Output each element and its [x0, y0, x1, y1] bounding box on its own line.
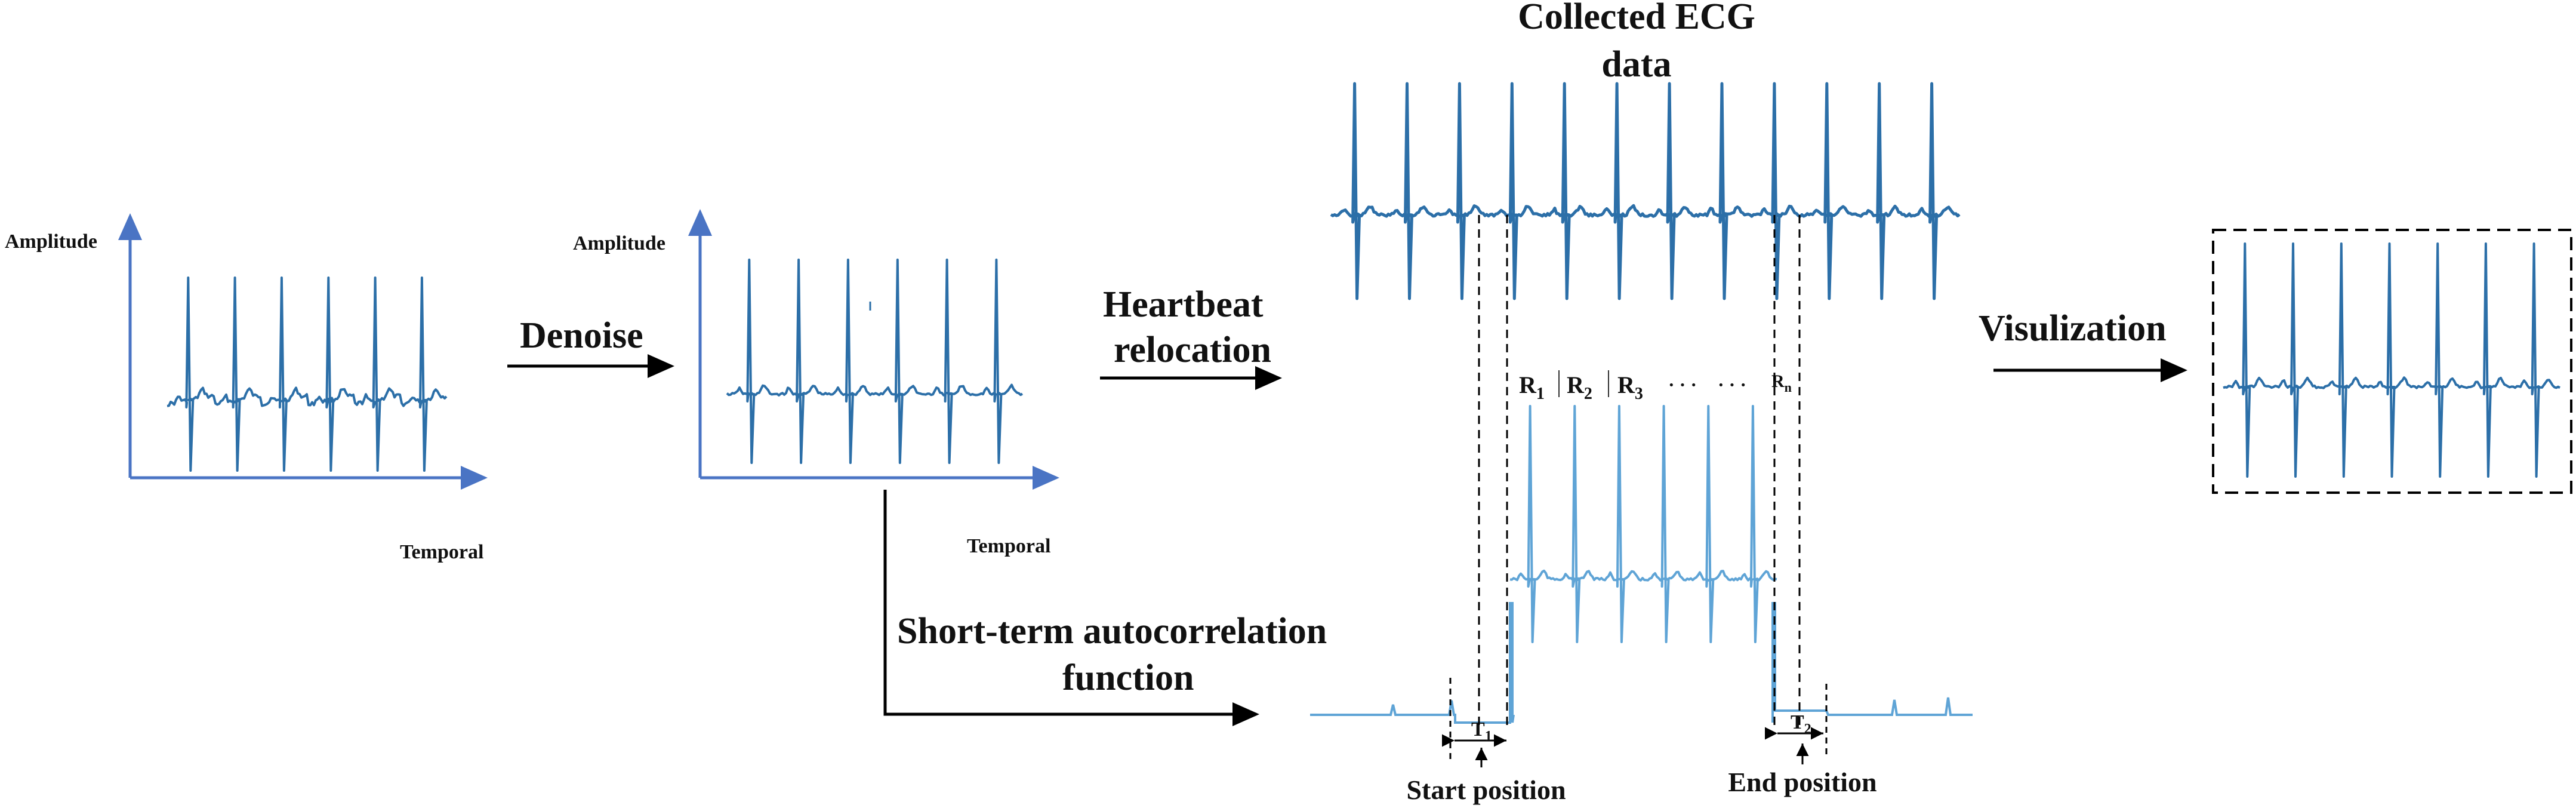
denoised-ecg-signal — [726, 259, 1024, 464]
panel2-x-axis-label: Temporal — [967, 535, 1050, 557]
collected-title-line1: Collected ECG — [1518, 0, 1755, 37]
collected-ecg-signal — [1330, 82, 1961, 300]
t1-label: T1 — [1471, 718, 1492, 744]
start-position-label: Start position — [1406, 775, 1566, 805]
r-label-1: R1 — [1519, 371, 1545, 403]
relocation-label-line2: relocation — [1114, 330, 1271, 370]
r-label-2: R2 — [1567, 371, 1592, 403]
relocation-step: Heartbeat relocation — [1100, 284, 1282, 390]
raw-ecg-panel: Amplitude Temporal — [5, 213, 488, 563]
autocorrelation-arrow — [883, 490, 1259, 726]
autocorrelation-step: Short-term autocorrelation function — [883, 490, 1327, 726]
panel1-x-axis-label: Temporal — [400, 541, 483, 563]
visualization-step: Visulization — [1979, 308, 2187, 382]
autocorrelation-trace-group: T1 Start position T2 End position — [1310, 602, 1973, 805]
t2-label: T2 — [1791, 711, 1811, 737]
panel2-y-axis-label: Amplitude — [573, 232, 665, 254]
autocorrelation-trace — [1310, 602, 1973, 724]
denoised-ecg-panel: Amplitude Temporal — [573, 209, 1059, 557]
relocation-label-line1: Heartbeat — [1103, 284, 1264, 325]
visualization-output — [2212, 229, 2572, 494]
collected-ecg-group: Collected ECG data — [1330, 0, 1961, 300]
output-dashed-frame — [2212, 229, 2572, 494]
visualized-ecg-signal — [2223, 242, 2560, 478]
raw-ecg-signal — [167, 276, 448, 472]
end-position-label: End position — [1728, 767, 1876, 797]
r-label-ellipsis-1: · · · — [1668, 374, 1697, 395]
panel1-y-axis-label: Amplitude — [5, 231, 97, 253]
autocorrelation-label-line2: function — [1062, 658, 1194, 698]
r-label-3: R3 — [1617, 371, 1643, 403]
denoise-label: Denoise — [520, 315, 643, 356]
extracted-segment-group: R1 R2 R3 · · · · · · Rn — [1509, 370, 1792, 643]
collected-title-line2: data — [1601, 44, 1671, 85]
autocorrelation-label-line1: Short-term autocorrelation — [897, 611, 1327, 652]
visualization-label: Visulization — [1979, 308, 2167, 349]
r-label-ellipsis-2: · · · — [1718, 374, 1746, 395]
extracted-ecg-segment — [1509, 405, 1777, 643]
denoise-step: Denoise — [507, 315, 674, 378]
r-label-list: R1 R2 R3 · · · · · · Rn — [1519, 371, 1792, 403]
